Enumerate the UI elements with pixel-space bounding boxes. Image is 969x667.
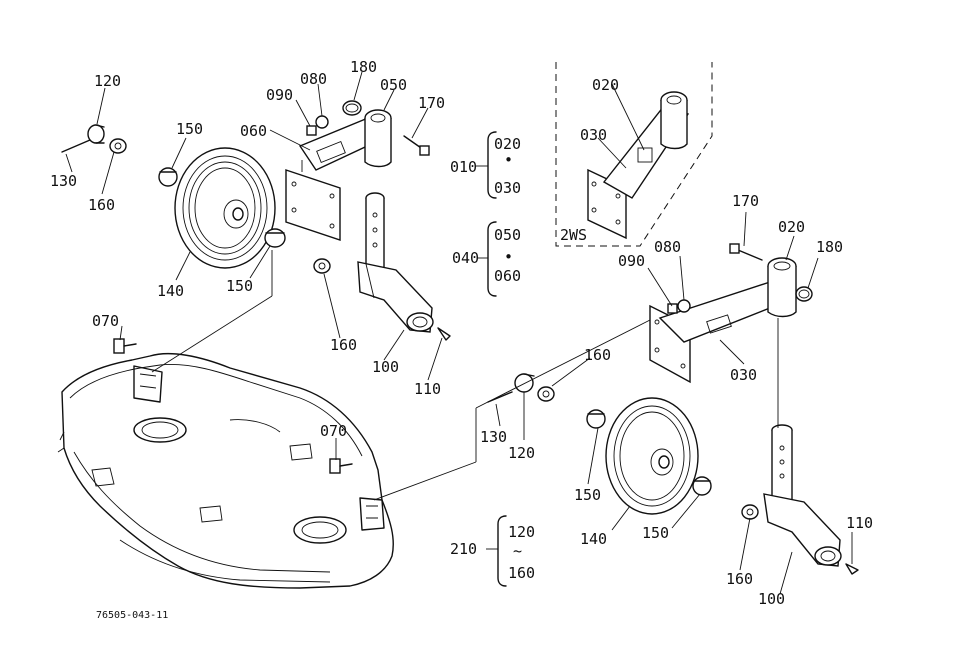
leader-lines: [65, 71, 853, 595]
pin-130-left: [61, 139, 91, 153]
nut-090-right: [667, 303, 678, 314]
bolt-070-left: [113, 338, 137, 354]
label-180: 180: [350, 58, 377, 76]
label-160: 160: [88, 196, 115, 214]
group-210-sep: ~: [513, 542, 522, 560]
caster-yoke-100-left: [357, 192, 434, 333]
label-150: 150: [574, 486, 601, 504]
group-010-label: 010: [450, 158, 477, 176]
label-180: 180: [816, 238, 843, 256]
washer-080-left: [315, 115, 329, 129]
part-labels: 120 130 160 150 140 150 060 090 080 180 …: [50, 58, 873, 608]
label-120: 120: [508, 444, 535, 462]
group-040-sep: •: [504, 248, 513, 266]
label-170: 170: [418, 94, 445, 112]
label-030: 030: [730, 366, 757, 384]
bushing-150-left-a: [158, 167, 178, 187]
label-160: 160: [330, 336, 357, 354]
group-210-label: 210: [450, 540, 477, 558]
label-080: 080: [300, 70, 327, 88]
group-labels: 010 020 030 040 050 060 210 120 160 2WS: [450, 135, 587, 582]
washer-080-right: [677, 299, 691, 313]
wheel-140-left: [174, 147, 276, 269]
bolt-170-right: [729, 243, 763, 261]
collar-120-left: [87, 124, 105, 144]
label-020: 020: [592, 76, 619, 94]
mower-deck: [57, 352, 394, 589]
label-080: 080: [654, 238, 681, 256]
label-140: 140: [157, 282, 184, 300]
right-caster-assembly: [487, 243, 859, 575]
label-160: 160: [584, 346, 611, 364]
group-040-label: 040: [452, 249, 479, 267]
group-010-to: 030: [494, 179, 521, 197]
label-030: 030: [580, 126, 607, 144]
label-150: 150: [176, 120, 203, 138]
group-210-from: 120: [508, 523, 535, 541]
group-brackets: • • ~: [476, 131, 522, 587]
label-170: 170: [732, 192, 759, 210]
washer-160-left-b: [313, 258, 331, 274]
label-160: 160: [726, 570, 753, 588]
assembly-lines: [151, 160, 779, 501]
arm-060: [285, 117, 381, 241]
label-090: 090: [266, 86, 293, 104]
wheel-140-right: [605, 397, 699, 515]
washer-160-right-b: [741, 504, 759, 520]
group-040-to: 060: [494, 267, 521, 285]
group-010-from: 020: [494, 135, 521, 153]
bolt-070-right: [329, 458, 353, 474]
label-050: 050: [380, 76, 407, 94]
group-010-sep: •: [504, 151, 513, 169]
inset-2ws: [555, 62, 713, 247]
label-070: 070: [320, 422, 347, 440]
snap-ring-180-right: [795, 286, 813, 302]
caster-yoke-100-right: [763, 424, 842, 567]
label-070: 070: [92, 312, 119, 330]
washer-160-left-a: [109, 138, 127, 154]
tube-020: [767, 257, 797, 318]
label-100: 100: [758, 590, 785, 608]
left-caster-assembly: [61, 100, 451, 341]
label-140: 140: [580, 530, 607, 548]
label-150: 150: [226, 277, 253, 295]
tube-050: [364, 109, 392, 168]
arm-030: [649, 281, 792, 384]
label-120: 120: [94, 72, 121, 90]
snap-ring-180-left: [342, 100, 362, 116]
inset-label: 2WS: [560, 226, 587, 244]
washer-160-right-a: [537, 386, 555, 402]
label-110: 110: [414, 380, 441, 398]
label-130: 130: [480, 428, 507, 446]
group-040-from: 050: [494, 226, 521, 244]
label-130: 130: [50, 172, 77, 190]
label-020: 020: [778, 218, 805, 236]
bushing-150-left-b: [264, 228, 286, 248]
nut-090-left: [306, 125, 317, 136]
bolt-170-left: [403, 135, 430, 156]
label-090: 090: [618, 252, 645, 270]
catalog-code: 76505-043-11: [96, 610, 168, 621]
label-060: 060: [240, 122, 267, 140]
label-150: 150: [642, 524, 669, 542]
bushing-150-right-b: [692, 476, 712, 496]
label-100: 100: [372, 358, 399, 376]
group-210-to: 160: [508, 564, 535, 582]
label-110: 110: [846, 514, 873, 532]
fitting-110-right: [845, 563, 859, 575]
fitting-110-left: [437, 327, 451, 341]
bushing-150-right-a: [586, 409, 606, 429]
